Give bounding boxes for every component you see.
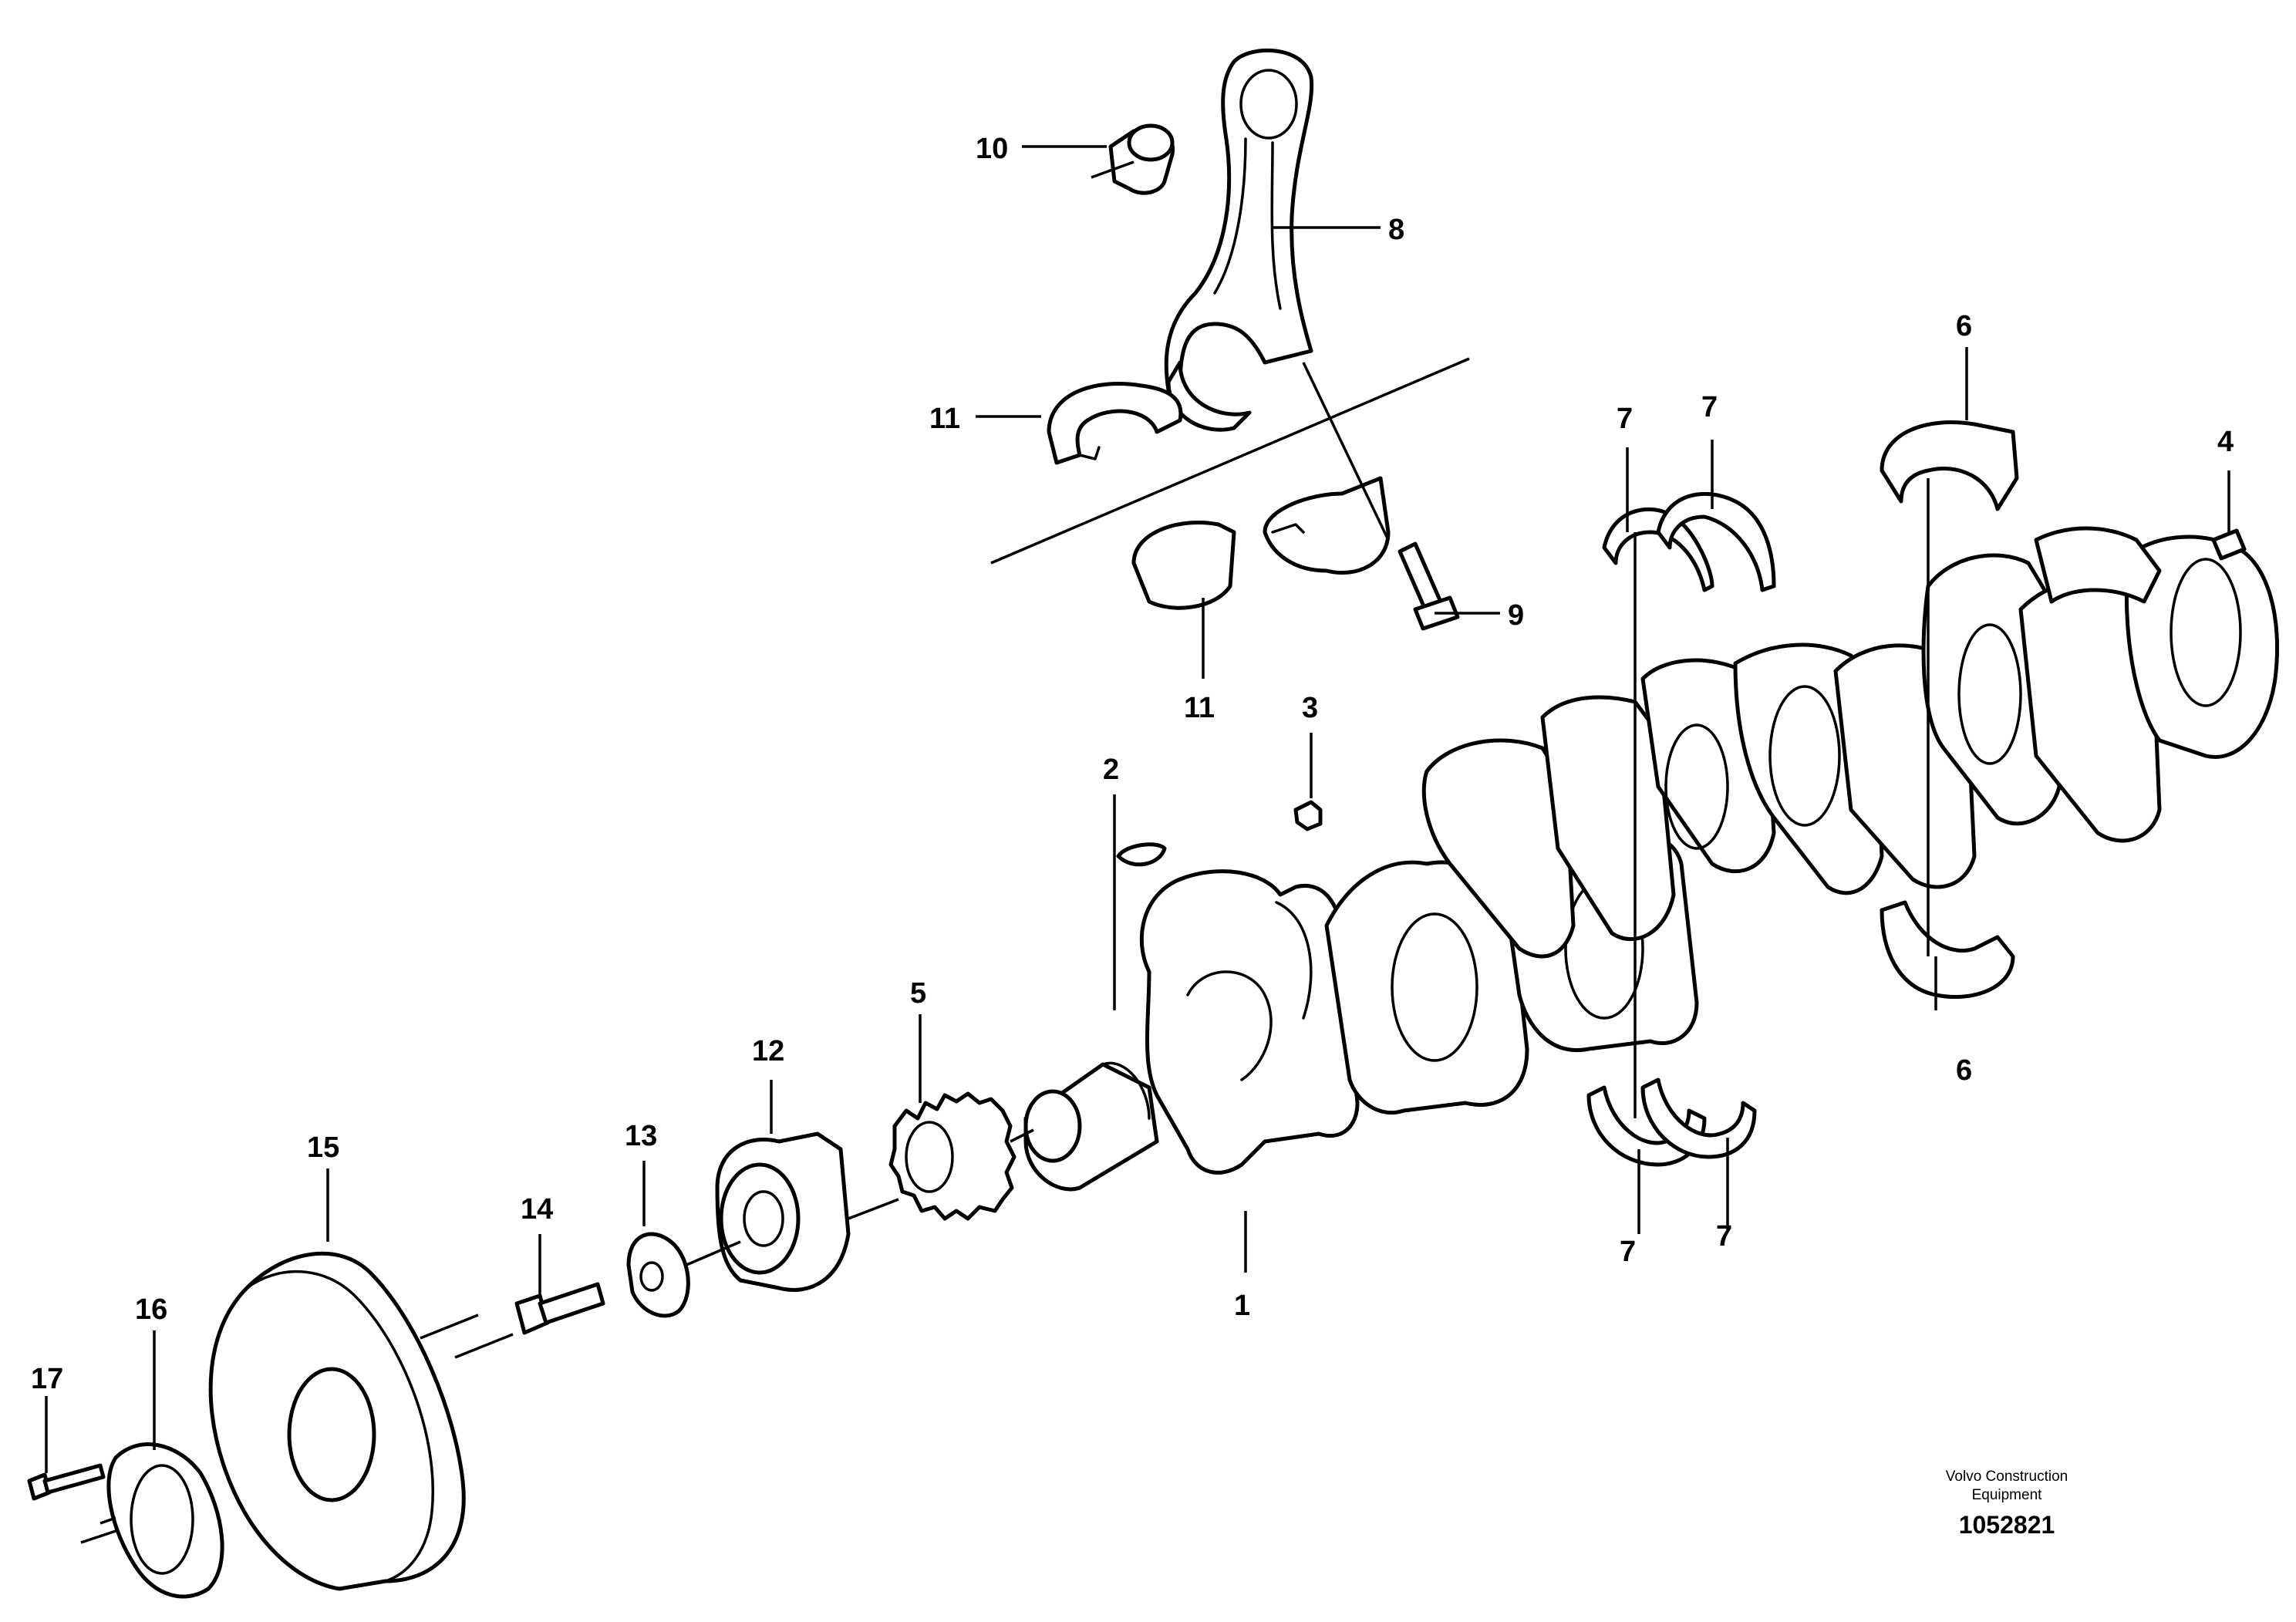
callout-17: 17: [31, 1363, 63, 1395]
damper-bolt: [27, 1463, 106, 1501]
leader-lines: [45, 145, 2230, 1544]
vibration-damper: [208, 1251, 466, 1591]
washer: [626, 1232, 690, 1318]
dowel-pin: [2211, 528, 2247, 561]
callout-6-lower: 6: [1956, 1054, 1972, 1087]
callout-2: 2: [1103, 754, 1119, 786]
callout-16: 16: [135, 1293, 167, 1326]
credit-line-1: Volvo Construction: [1946, 1469, 2068, 1485]
callout-3: 3: [1302, 692, 1318, 724]
callout-7-lower-right: 7: [1716, 1220, 1732, 1253]
callout-1: 1: [1234, 1290, 1250, 1322]
callout-11-lower: 11: [1184, 692, 1215, 724]
document-number: 1052821: [1959, 1511, 2055, 1539]
center-bolt: [514, 1282, 605, 1335]
callout-13: 13: [625, 1120, 657, 1152]
crankshaft: [1023, 526, 2279, 1192]
callout-14: 14: [521, 1193, 553, 1226]
bushing: [1108, 123, 1175, 195]
thrust-washer-upper-left: [1602, 507, 1714, 592]
callout-7-upper-left: 7: [1617, 403, 1633, 435]
callout-5: 5: [910, 977, 926, 1010]
callout-7-lower-left: 7: [1620, 1236, 1636, 1268]
callout-6-upper: 6: [1956, 310, 1972, 342]
rod-bearing-shell-lower: [1131, 476, 1391, 610]
callout-9: 9: [1508, 599, 1524, 632]
callout-15: 15: [307, 1131, 339, 1164]
credit-block: Volvo Construction Equipment 1052821: [1946, 1469, 2068, 1539]
callout-10: 10: [976, 133, 1008, 165]
callout-8: 8: [1388, 214, 1404, 246]
plug: [1293, 800, 1323, 831]
callout-11-upper: 11: [929, 403, 960, 435]
separator-line: [990, 357, 1470, 565]
flange-plate: [106, 1442, 224, 1599]
crankshaft-gear: [888, 1091, 1017, 1221]
main-bearing-shell-lower: [1880, 900, 2015, 1000]
credit-line-2: Equipment: [1972, 1487, 2043, 1503]
thrust-washer-upper-right: [1656, 491, 1776, 592]
main-bearing-shell-upper: [1880, 420, 2019, 511]
rod-bearing-shell-upper: [1047, 382, 1183, 465]
rod-bolt: [1397, 541, 1460, 631]
hub: [715, 1131, 851, 1292]
woodruff-key: [1116, 842, 1167, 867]
callout-12: 12: [752, 1035, 784, 1067]
connecting-rod: [1164, 48, 1314, 432]
callout-4: 4: [2217, 426, 2234, 458]
callout-labels: 1 2 3 4 5 6 6 7 7 7 7 8 9 10 11 11 12 13…: [31, 133, 2234, 1395]
callout-7-upper-right: 7: [1701, 391, 1718, 423]
